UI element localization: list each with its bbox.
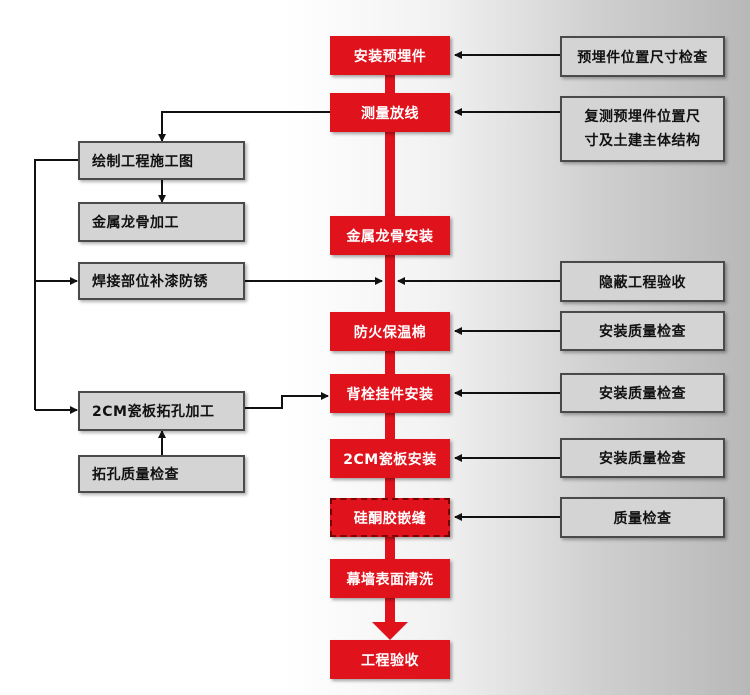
left-drilling-check: 拓孔质量检查	[78, 455, 245, 493]
arrow-survey-to-drawing	[158, 111, 330, 142]
right-recheck-line2: 寸及土建主体结构	[584, 133, 701, 149]
right-install-check-3: 安装质量检查	[560, 438, 725, 478]
step-survey-layout: 测量放线	[330, 93, 450, 132]
arrow-drill-to-bolt	[245, 392, 329, 409]
step-back-bolt-hanger: 背栓挂件安装	[330, 374, 450, 413]
right-concealed-acceptance: 隐蔽工程验收	[560, 261, 725, 302]
right-recheck-structure: 复测预埋件位置尺 寸及土建主体结构	[560, 96, 725, 162]
left-keel-processing: 金属龙骨加工	[78, 202, 245, 242]
branch-drawing-left	[34, 159, 78, 410]
right-recheck-line1: 复测预埋件位置尺	[584, 109, 701, 125]
step-project-acceptance: 工程验收	[330, 640, 450, 679]
step-curtain-wall-cleaning: 幕墙表面清洗	[330, 559, 450, 598]
main-flow-end-arrow	[372, 622, 408, 640]
right-install-check-2: 安装质量检查	[560, 373, 725, 413]
step-porcelain-panel-install: 2CM瓷板安装	[330, 439, 450, 478]
right-install-check-1: 安装质量检查	[560, 311, 725, 351]
left-panel-drilling: 2CM瓷板拓孔加工	[78, 391, 245, 431]
step-fireproof-insulation: 防火保温棉	[330, 312, 450, 351]
left-drawing: 绘制工程施工图	[78, 141, 245, 180]
left-weld-paint: 焊接部位补漆防锈	[78, 262, 245, 300]
right-quality-check: 质量检查	[560, 497, 725, 538]
step-silicone-sealing: 硅酮胶嵌缝	[330, 498, 450, 537]
step-metal-keel-install: 金属龙骨安装	[330, 216, 450, 255]
right-embedded-check: 预埋件位置尺寸检查	[560, 36, 725, 77]
step-install-embedded-parts: 安装预埋件	[330, 36, 450, 75]
